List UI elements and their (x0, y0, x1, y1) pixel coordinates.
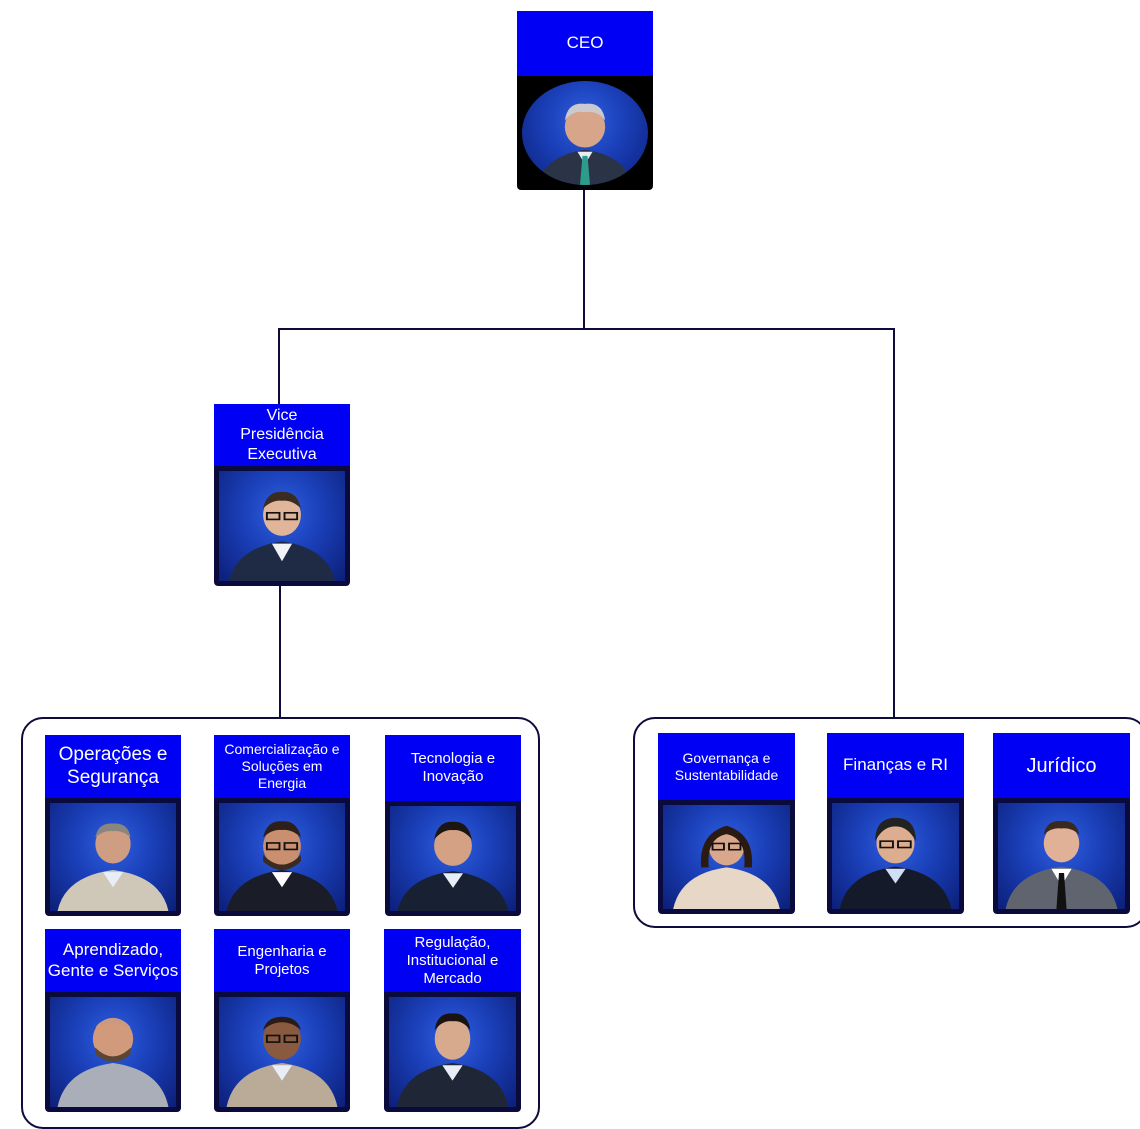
person-portrait-icon (226, 821, 338, 911)
person-portrait-icon (396, 1013, 509, 1107)
person-portrait-icon (537, 103, 633, 185)
ceo-card[interactable]: CEO (517, 11, 653, 190)
card-photo (658, 800, 795, 914)
card-photo (827, 798, 964, 914)
vp-title: Vice Presidência Executiva (214, 404, 350, 466)
card-operacoes-seguranca[interactable]: Operações e Segurança (45, 735, 181, 916)
card-title: Engenharia e Projetos (214, 929, 350, 992)
card-photo (214, 992, 350, 1112)
card-regulacao-institucional-mercado[interactable]: Regulação, Institucional e Mercado (384, 929, 521, 1112)
person-portrait-icon (57, 823, 169, 911)
connector-to-vp (278, 328, 280, 404)
connector-vp-down (279, 585, 281, 718)
ceo-direct-reports-group (633, 717, 1140, 928)
vp-card[interactable]: Vice Presidência Executiva (214, 404, 350, 586)
card-juridico[interactable]: Jurídico (993, 733, 1130, 914)
person-portrait-icon (1005, 820, 1118, 909)
card-aprendizado-gente-servicos[interactable]: Aprendizado, Gente e Serviços (45, 929, 181, 1112)
card-title: Aprendizado, Gente e Serviços (45, 929, 181, 992)
card-title: Tecnologia e Inovação (385, 735, 521, 801)
vp-photo (214, 466, 350, 586)
card-title: Finanças e RI (827, 733, 964, 798)
card-photo (384, 992, 521, 1112)
card-governanca-sustentabilidade[interactable]: Governança e Sustentabilidade (658, 733, 795, 914)
person-portrait-icon (397, 821, 509, 911)
card-engenharia-projetos[interactable]: Engenharia e Projetos (214, 929, 350, 1112)
card-tecnologia-inovacao[interactable]: Tecnologia e Inovação (385, 735, 521, 916)
connector-horizontal (278, 328, 895, 330)
person-portrait-icon (57, 1017, 169, 1107)
card-photo (45, 798, 181, 916)
person-portrait-icon (673, 825, 780, 909)
card-title: Jurídico (993, 733, 1130, 798)
card-photo (45, 992, 181, 1112)
card-photo (214, 798, 350, 916)
connector-ceo-down (583, 190, 585, 330)
person-portrait-icon (229, 491, 335, 581)
person-portrait-icon (226, 1016, 338, 1107)
person-portrait-icon (839, 817, 952, 909)
ceo-title: CEO (517, 11, 653, 76)
card-title: Comercialização e Soluções em Energia (214, 735, 350, 798)
card-title: Regulação, Institucional e Mercado (384, 929, 521, 992)
card-financas-ri[interactable]: Finanças e RI (827, 733, 964, 914)
card-photo (993, 798, 1130, 914)
card-title: Governança e Sustentabilidade (658, 733, 795, 800)
card-title: Operações e Segurança (45, 735, 181, 798)
card-comercializacao-solucoes-energia[interactable]: Comercialização e Soluções em Energia (214, 735, 350, 916)
card-photo (385, 801, 521, 916)
connector-to-right-group (893, 328, 895, 718)
ceo-photo (517, 76, 653, 190)
